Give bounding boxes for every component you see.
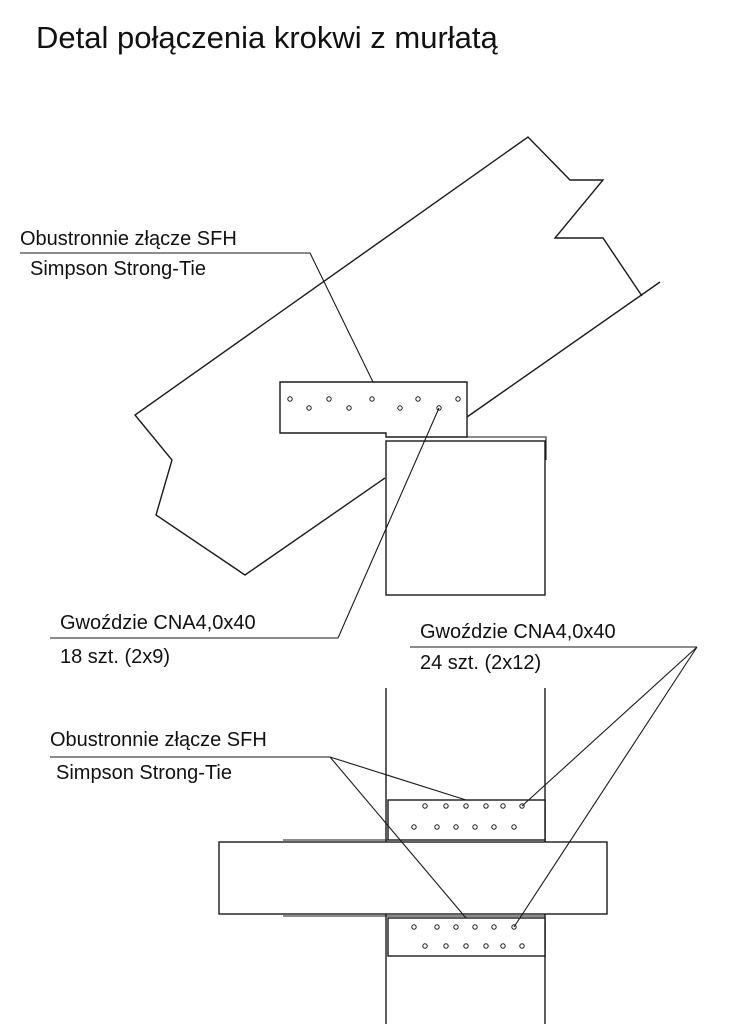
label-nails-right-1: Gwoździe CNA4,0x40 (420, 621, 616, 643)
wall-plate-section (385, 440, 546, 596)
connector-top-holes (287, 396, 461, 411)
sfh-connector-top (279, 381, 468, 438)
leader-connector-bottom-a (329, 756, 467, 801)
rafter-lower-edge (466, 281, 661, 418)
sfh-connector-lower (387, 917, 546, 957)
label-connector-bottom-1: Obustronnie złącze SFH (50, 729, 267, 751)
leader-nails-left (50, 407, 440, 639)
connector-lower-holes (411, 924, 525, 949)
leader-nails-right-b (513, 646, 698, 928)
label-connector-top-1: Obustronnie złącze SFH (20, 228, 237, 250)
label-connector-top-2: Simpson Strong-Tie (30, 258, 206, 280)
label-nails-left-2: 18 szt. (2x9) (60, 646, 171, 668)
leader-nails-right-a (521, 646, 698, 807)
wall-plate-elevation (218, 841, 608, 915)
leader-connector-top (20, 252, 374, 383)
rafter-beam (133, 136, 643, 576)
label-nails-right-2: 24 szt. (2x12) (420, 652, 542, 674)
label-connector-bottom-2: Simpson Strong-Tie (56, 762, 232, 784)
leader-connector-bottom-b (329, 756, 467, 919)
label-nails-left-1: Gwoździe CNA4,0x40 (60, 612, 256, 634)
drawing-title: Detal połączenia krokwi z murłatą (36, 20, 498, 55)
